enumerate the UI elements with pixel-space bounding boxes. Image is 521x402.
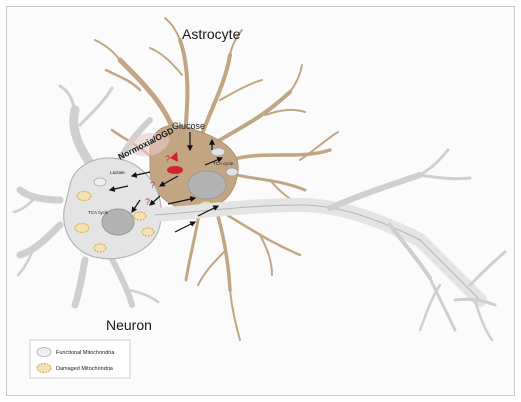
functional-mitochondrion: [94, 178, 106, 186]
damaged-mitochondrion: [77, 192, 91, 201]
axon: [155, 205, 480, 300]
legend-damaged-label: Damaged Mitochondria: [56, 366, 114, 372]
arrow: [175, 222, 195, 232]
damaged-mitochondrion: [75, 224, 89, 233]
damaged-mitochondrion: [134, 212, 146, 220]
question-mark: ?: [165, 154, 170, 164]
lactate-label: Lactate: [110, 170, 125, 175]
legend-functional-label: Functional Mitochondria: [56, 350, 115, 356]
tca-astro-label: TCA cycle: [213, 161, 234, 166]
functional-mitochondria-swatch: [37, 348, 51, 357]
tca-neuron-label: TCA cycle: [88, 210, 109, 215]
damaged-mitochondria-swatch: [37, 364, 51, 373]
question-mark: ?: [150, 180, 155, 190]
glucose-label: Glucose: [172, 121, 205, 131]
question-mark: ?: [145, 197, 150, 207]
neuron-label: Neuron: [106, 317, 152, 333]
legend: Functional Mitochondria Damaged Mitochon…: [30, 340, 130, 378]
transporter-red: [167, 166, 183, 174]
functional-mitochondrion: [226, 168, 238, 176]
damaged-mitochondrion: [142, 228, 154, 236]
astrocyte-label: Astrocyte: [182, 26, 241, 42]
damaged-mitochondrion: [94, 244, 106, 252]
functional-mitochondrion: [211, 148, 225, 156]
astrocyte-nucleus: [188, 171, 226, 199]
